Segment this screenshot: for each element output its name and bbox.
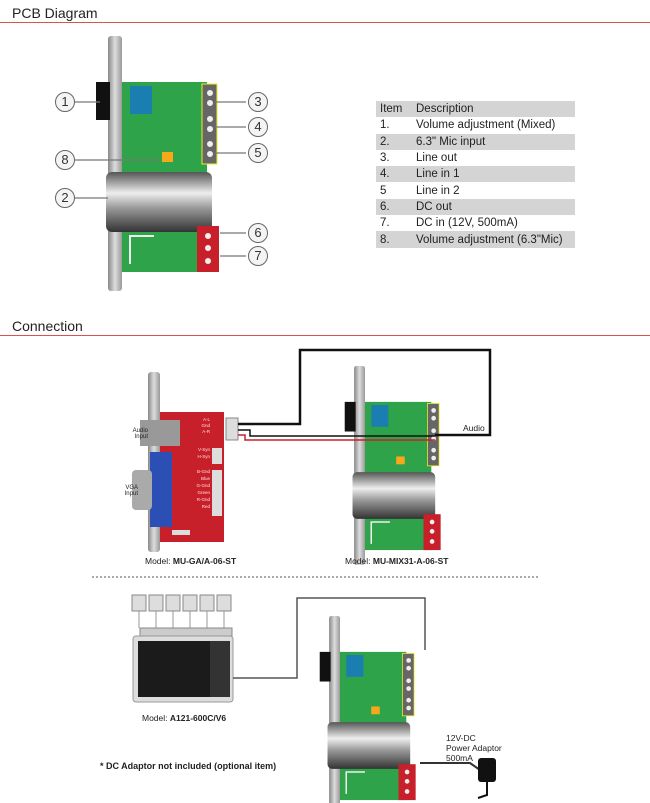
item-description: Line out <box>416 152 457 165</box>
item-number: 8. <box>376 231 412 248</box>
divider <box>0 22 650 23</box>
item-description: Line in 2 <box>416 184 460 197</box>
controller-a121-drawing <box>131 594 234 703</box>
callout-8: 8 <box>55 150 75 170</box>
item-number: 2. <box>376 133 412 150</box>
terminal-label: G-Gnd <box>196 483 210 488</box>
model-label-1: Model: MU-GA/A-06-ST <box>145 556 237 566</box>
table-row: 8.Volume adjustment (6.3"Mic) <box>376 231 575 248</box>
terminal-label: V-Syn <box>197 447 210 452</box>
table-row: 2.6.3" Mic input <box>376 133 575 150</box>
model-label-2: Model: MU-MIX31-A-06-ST <box>345 556 449 566</box>
item-number: 1. <box>380 119 390 132</box>
audio-label: Audio <box>463 423 485 433</box>
item-number: 4. <box>376 166 412 183</box>
device-mu-ga-drawing <box>132 372 239 552</box>
adaptor-note: * DC Adaptor not included (optional item… <box>100 761 277 771</box>
callout-1: 1 <box>55 92 75 112</box>
item-number: 3. <box>380 152 390 165</box>
item-description: Volume adjustment (6.3"Mic) <box>412 231 575 248</box>
item-number: 5 <box>380 184 387 197</box>
pcb-module-drawing <box>95 35 220 292</box>
section-title-pcb: PCB Diagram <box>12 5 98 21</box>
callout-3: 3 <box>248 92 268 112</box>
callout-6: 6 <box>248 223 268 243</box>
audio-cable <box>238 348 492 437</box>
item-description: 6.3" Mic input <box>412 133 575 150</box>
terminal-label: R-Gnd <box>196 497 210 502</box>
terminal-label: Blue <box>200 476 210 481</box>
table-row: 4.Line in 1 <box>376 166 575 183</box>
item-description: Line in 1 <box>412 166 575 183</box>
power-adaptor-drawing <box>478 758 496 782</box>
callout-lines <box>75 101 246 257</box>
terminal-label: B-Gnd <box>196 469 210 474</box>
terminal-label: Red <box>201 504 210 509</box>
audio-input-label: Audio Input <box>132 428 148 440</box>
table-row: 1. Volume adjustment (Mixed) <box>376 117 575 133</box>
item-number: 7. <box>380 217 390 230</box>
callout-4: 4 <box>248 117 268 137</box>
terminal-label: A-L <box>202 417 210 422</box>
section-title-connection: Connection <box>12 318 83 334</box>
table-row: 6.DC out <box>376 198 575 216</box>
callout-5: 5 <box>248 143 268 163</box>
terminal-label: A-R <box>202 429 210 434</box>
terminal-label: Green <box>197 490 210 495</box>
vga-input-label: VGA Input <box>124 485 138 497</box>
divider <box>0 335 650 336</box>
device-mu-mix31-drawing-2 <box>318 615 417 803</box>
terminal-label: Gnd <box>201 423 210 428</box>
callout-7: 7 <box>248 246 268 266</box>
table-row: 7. DC in (12V, 500mA) <box>376 215 575 231</box>
model-label-3: Model: A121-600C/V6 <box>142 713 227 723</box>
item-number: 6. <box>376 198 412 216</box>
table-row: 3. Line out <box>376 150 575 166</box>
power-cable <box>420 762 481 771</box>
table-row: 5 Line in 2 <box>376 182 575 198</box>
callout-2: 2 <box>55 188 75 208</box>
dc-cable <box>233 597 426 679</box>
item-description: Volume adjustment (Mixed) <box>416 119 556 132</box>
terminal-label: H-Syn <box>197 454 210 459</box>
item-description: DC in (12V, 500mA) <box>416 217 518 230</box>
device-mu-mix31-drawing <box>343 365 442 566</box>
item-description: DC out <box>412 198 575 216</box>
